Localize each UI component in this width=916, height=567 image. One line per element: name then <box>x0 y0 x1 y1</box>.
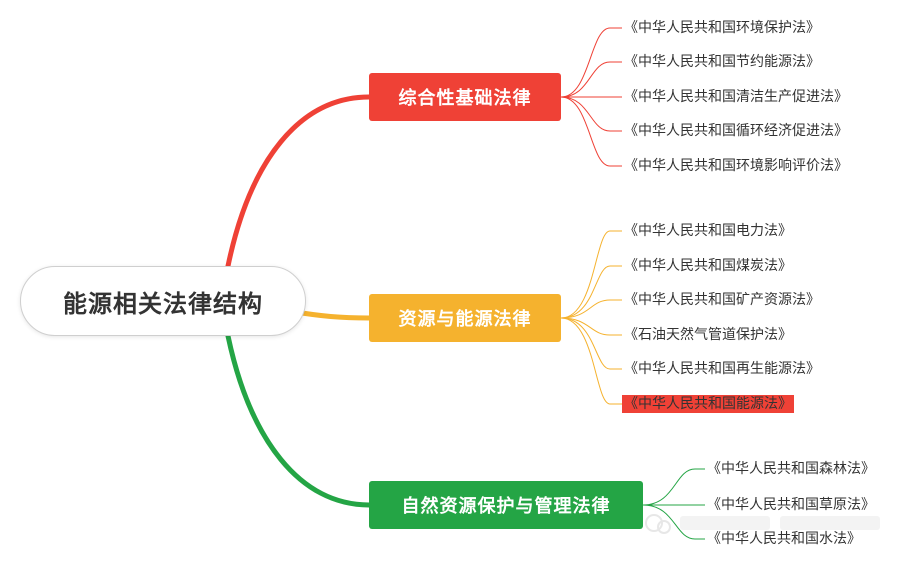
leaf-node[interactable]: 《中华人民共和国煤炭法》 <box>624 258 792 274</box>
connector-root-red <box>225 94 372 269</box>
leaf-node-highlighted[interactable]: 《中华人民共和国能源法》 <box>622 395 794 413</box>
leaf-node[interactable]: 《中华人民共和国草原法》 <box>707 497 875 513</box>
watermark-logo-icon <box>645 514 880 534</box>
branch-natural-resource-laws[interactable]: 自然资源保护与管理法律 <box>369 481 643 529</box>
leaf-node[interactable]: 《中华人民共和国节约能源法》 <box>624 54 820 70</box>
leaf-node[interactable]: 《中华人民共和国矿产资源法》 <box>624 292 820 308</box>
root-label: 能源相关法律结构 <box>63 289 263 318</box>
connectors-green-leaves <box>642 468 705 540</box>
leaf-node[interactable]: 《中华人民共和国森林法》 <box>707 461 875 477</box>
branch-label: 综合性基础法律 <box>398 88 532 109</box>
connectors-yellow-leaves <box>560 230 622 405</box>
branch-resource-energy-laws[interactable]: 资源与能源法律 <box>369 294 561 342</box>
leaf-node[interactable]: 《中华人民共和国电力法》 <box>624 223 792 239</box>
connector-root-green <box>225 333 372 508</box>
root-node[interactable]: 能源相关法律结构 <box>20 266 306 336</box>
leaf-node[interactable]: 《中华人民共和国再生能源法》 <box>624 361 820 377</box>
leaf-node[interactable]: 《中华人民共和国环境影响评价法》 <box>624 158 848 174</box>
leaf-node[interactable]: 《石油天然气管道保护法》 <box>624 327 792 343</box>
leaf-node[interactable]: 《中华人民共和国清洁生产促进法》 <box>624 89 848 105</box>
connectors-red-leaves <box>560 27 622 167</box>
leaf-node[interactable]: 《中华人民共和国循环经济促进法》 <box>624 123 848 139</box>
leaf-node[interactable]: 《中华人民共和国水法》 <box>707 531 861 547</box>
leaf-node[interactable]: 《中华人民共和国环境保护法》 <box>624 20 820 36</box>
branch-label: 资源与能源法律 <box>398 309 532 330</box>
branch-label: 自然资源保护与管理法律 <box>401 496 611 517</box>
connector-root-yellow <box>293 309 372 321</box>
branch-comprehensive-basic-laws[interactable]: 综合性基础法律 <box>369 73 561 121</box>
